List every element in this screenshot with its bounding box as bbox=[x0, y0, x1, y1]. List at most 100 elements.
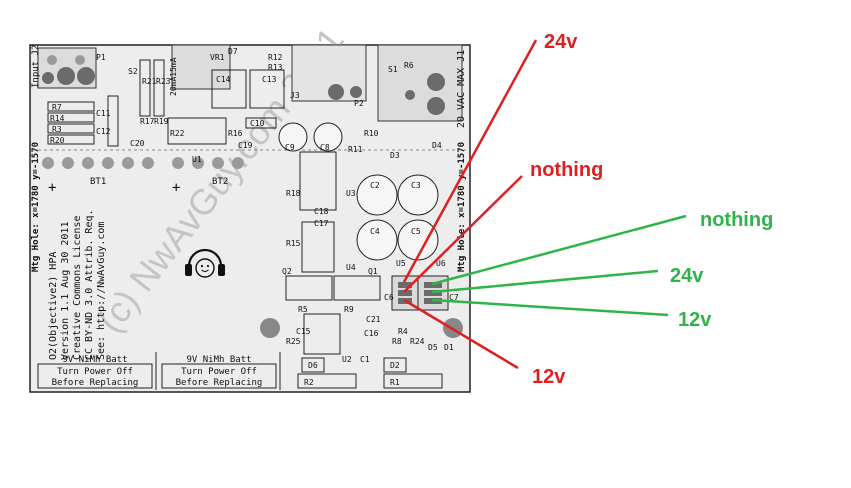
ref-p1: P1 bbox=[96, 53, 106, 62]
red-line-24v bbox=[402, 39, 538, 283]
ref-c15: C15 bbox=[296, 327, 311, 336]
ref-r21: R21 bbox=[142, 77, 157, 86]
batt-left-3: Before Replacing bbox=[52, 378, 139, 388]
ref-r5: R5 bbox=[298, 305, 308, 314]
ref-r4: R4 bbox=[398, 327, 408, 336]
ref-d4: D4 bbox=[432, 141, 442, 150]
ref-c13: C13 bbox=[262, 75, 277, 84]
bt2-plus: + bbox=[172, 180, 180, 196]
ref-r7: R7 bbox=[52, 103, 62, 112]
headphone-icon bbox=[185, 248, 225, 278]
annotation-labels: 24v nothing 12v nothing 24v 12v bbox=[530, 31, 773, 388]
ref-c11: C11 bbox=[96, 109, 111, 118]
ref-c3: C3 bbox=[411, 181, 421, 190]
ref-u5: U5 bbox=[396, 259, 406, 268]
ref-vr1: VR1 bbox=[210, 53, 225, 62]
ref-u3: U3 bbox=[346, 189, 356, 198]
ref-u2: U2 bbox=[342, 355, 352, 364]
battery-pads bbox=[42, 157, 244, 169]
ref-s2: S2 bbox=[128, 67, 138, 76]
ref-r20: R20 bbox=[50, 136, 65, 145]
battery-label-right: 9V NiMh Batt Turn Power Off Before Repla… bbox=[176, 355, 263, 388]
ref-c2: C2 bbox=[370, 181, 380, 190]
ref-u1: U1 bbox=[192, 155, 202, 164]
ref-d1: D1 bbox=[444, 343, 454, 352]
ref-r25: R25 bbox=[286, 337, 301, 346]
ref-q1: Q1 bbox=[368, 267, 378, 276]
input-label: Input J2 bbox=[31, 45, 41, 88]
ref-d5: D5 bbox=[428, 343, 438, 352]
pcb-board: (c) NwAvGuy.com 2011 Input J2 Mtg Hole: … bbox=[29, 20, 471, 393]
info-line-5: See: http://NwAvGuy.com bbox=[96, 222, 107, 360]
label-green-24v: 24v bbox=[670, 265, 704, 287]
ref-r1: R1 bbox=[390, 378, 400, 387]
info-line-3: Creative Commons License bbox=[72, 216, 83, 361]
ref-r9: R9 bbox=[344, 305, 354, 314]
ref-u4: U4 bbox=[346, 263, 356, 272]
ref-r3: R3 bbox=[52, 125, 62, 134]
ref-r15: R15 bbox=[286, 239, 301, 248]
battery-label-left: 9V NiMh Batt Turn Power Off Before Repla… bbox=[52, 355, 139, 388]
ref-r22: R22 bbox=[170, 129, 185, 138]
ref-r16: R16 bbox=[228, 129, 243, 138]
green-line-nothing bbox=[431, 214, 687, 286]
label-red-12v: 12v bbox=[532, 366, 566, 388]
max-voltage-label: 20 VAC MAX J1 bbox=[456, 50, 467, 128]
ref-c1: C1 bbox=[360, 355, 370, 364]
ref-r19: R19 bbox=[154, 117, 169, 126]
version-info: O2(Objective2) HPA Version 1.1 Aug 30 20… bbox=[48, 209, 107, 360]
ref-c8: C8 bbox=[320, 143, 330, 152]
ref-r8: R8 bbox=[392, 337, 402, 346]
ref-c19: C19 bbox=[238, 141, 253, 150]
ref-c16: C16 bbox=[364, 329, 379, 338]
ref-d3: D3 bbox=[390, 151, 400, 160]
right-mtg-label: Mtg Hole: x=1780 y=-1570 bbox=[457, 142, 467, 272]
ref-r23: R23 bbox=[156, 77, 171, 86]
ref-c5: C5 bbox=[411, 227, 421, 236]
ref-r14: R14 bbox=[50, 114, 65, 123]
green-line-24v bbox=[431, 269, 659, 294]
batt-right-1: 9V NiMh Batt bbox=[186, 355, 251, 365]
red-line-12v bbox=[403, 298, 519, 370]
label-red-24v: 24v bbox=[544, 31, 578, 53]
ref-c21: C21 bbox=[366, 315, 381, 324]
ref-c12: C12 bbox=[96, 127, 111, 136]
left-mtg-label: Mtg Hole: x=1780 y=-1570 bbox=[31, 142, 41, 272]
info-line-2: Version 1.1 Aug 30 2011 bbox=[60, 222, 71, 360]
ref-r2: R2 bbox=[304, 378, 314, 387]
ref-c7: C7 bbox=[449, 293, 459, 302]
info-line-4: CC BY-ND 3.0 Attrib. Req. bbox=[84, 209, 95, 360]
reference-designators: P1 S2 R21 R23 20mA15mA VR1 D7 R12 R13 C1… bbox=[50, 47, 459, 387]
ref-j3: J3 bbox=[290, 91, 300, 100]
ref-s1: S1 bbox=[388, 65, 398, 74]
ref-c10: C10 bbox=[250, 119, 265, 128]
ref-d6: D6 bbox=[308, 361, 318, 370]
label-green-12v: 12v bbox=[678, 309, 712, 331]
annotation-lines bbox=[402, 39, 687, 370]
power-jack bbox=[377, 44, 463, 122]
ref-r10: R10 bbox=[364, 129, 379, 138]
ref-r17: R17 bbox=[140, 117, 155, 126]
resistor-bank bbox=[47, 59, 341, 355]
ref-q2: Q2 bbox=[282, 267, 292, 276]
ref-r6: R6 bbox=[404, 61, 414, 70]
red-line-nothing bbox=[403, 175, 523, 293]
ref-u6: U6 bbox=[436, 259, 446, 268]
info-line-1: O2(Objective2) HPA bbox=[48, 252, 59, 360]
ref-r24: R24 bbox=[410, 337, 425, 346]
bt1-plus: + bbox=[48, 180, 56, 196]
capacitors bbox=[278, 122, 439, 261]
ref-c4: C4 bbox=[370, 227, 380, 236]
ref-r11: R11 bbox=[348, 145, 363, 154]
ref-d2: D2 bbox=[390, 361, 400, 370]
ref-r18: R18 bbox=[286, 189, 301, 198]
bt2-label: BT2 bbox=[212, 177, 228, 187]
batt-left-2: Turn Power Off bbox=[57, 367, 133, 377]
ref-c20: C20 bbox=[130, 139, 145, 148]
ref-c14: C14 bbox=[216, 75, 231, 84]
ref-d7: D7 bbox=[228, 47, 238, 56]
label-green-nothing: nothing bbox=[700, 209, 773, 231]
green-line-12v bbox=[431, 298, 669, 317]
ref-c17: C17 bbox=[314, 219, 329, 228]
